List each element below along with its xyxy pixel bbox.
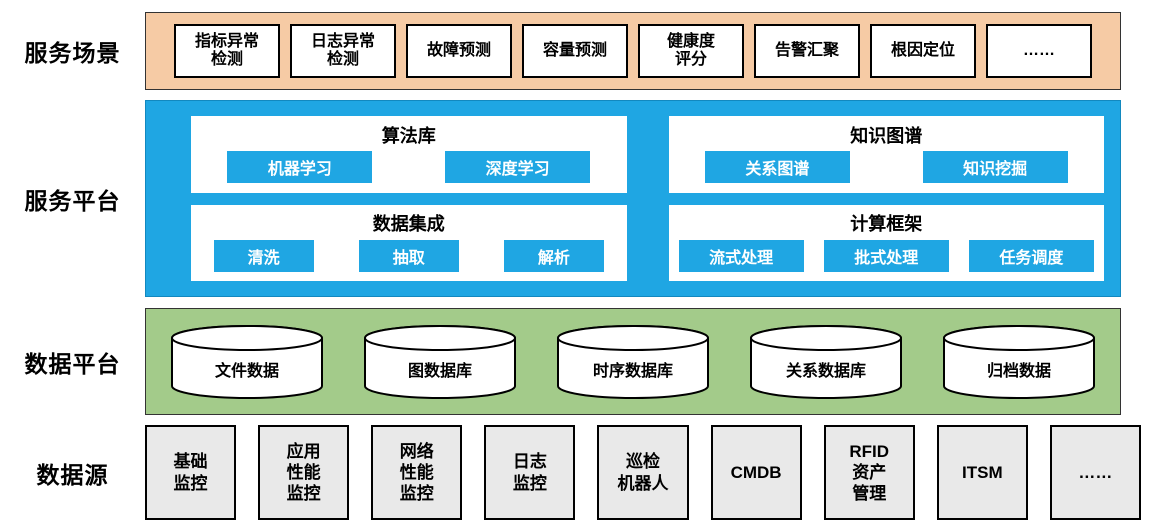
scenario-item: 日志异常 检测 [290,24,396,78]
source-item: RFID 资产 管理 [823,425,915,520]
data-platform-band: 文件数据 图数据库 时序数据库 [145,308,1121,415]
panel-title: 数据集成 [372,214,445,234]
database-cylinder: 时序数据库 [554,323,712,401]
panel-computing-framework: 计算框架 流式处理 批式处理 任务调度 [668,204,1105,281]
panel-title: 知识图谱 [850,125,923,146]
database-label: 图数据库 [407,362,472,380]
scenario-item: 根因定位 [870,24,976,78]
source-item: 巡检 机器人 [597,425,689,520]
scenario-item: 告警汇聚 [754,24,860,78]
platform-capability: 机器学习 [227,151,373,183]
panel-title: 算法库 [381,125,436,146]
database-cylinder: 文件数据 [168,323,326,401]
database-cylinder-icon [943,324,1095,399]
platform-capability: 关系图谱 [704,151,850,183]
source-item: CMDB [710,425,802,520]
layer-label-platform: 服务平台 [24,187,121,214]
platform-capability: 任务调度 [968,239,1094,272]
platform-capability: 解析 [503,239,604,272]
database-cylinder: 关系数据库 [747,323,905,401]
layer-data-platform: 数据平台 文件数据 图数据库 [0,308,1159,415]
platform-capability: 清洗 [213,239,314,272]
source-item-ellipsis: …… [1049,425,1141,520]
scenario-item-ellipsis: …… [986,24,1092,78]
panel-knowledge-graph: 知识图谱 关系图谱 知识挖掘 [668,116,1105,193]
layer-label-data-platform: 数据平台 [24,350,121,377]
source-item: ITSM [936,425,1028,520]
source-item: 网络 性能 监控 [371,425,463,520]
panel-items: 机器学习 深度学习 [191,151,627,183]
scenario-item: 指标异常 检测 [174,24,280,78]
database-label: 归档数据 [986,362,1051,380]
platform-capability: 深度学习 [445,151,591,183]
scenario-item: 故障预测 [406,24,512,78]
source-item: 日志 监控 [484,425,576,520]
database-cylinder-icon [557,324,709,399]
platform-capability: 抽取 [358,239,459,272]
platform-capability: 批式处理 [823,239,949,272]
platform-capability: 流式处理 [678,239,804,272]
platform-band: 算法库 机器学习 深度学习 知识图谱 关系图谱 知识挖掘 数据集成 清洗 抽取 [145,100,1121,297]
sources-band: 基础 监控 应用 性能 监控 网络 性能 监控 日志 监控 巡检 机器人 CMD… [145,425,1141,520]
panel-items: 流式处理 批式处理 任务调度 [669,239,1105,272]
panel-items: 关系图谱 知识挖掘 [669,151,1105,183]
layer-scenarios: 服务场景 指标异常 检测 日志异常 检测 故障预测 容量预测 健康度 评分 告警… [0,12,1159,90]
database-label: 关系数据库 [785,362,866,380]
database-cylinder: 归档数据 [940,323,1098,401]
database-cylinder: 图数据库 [361,323,519,401]
source-item: 应用 性能 监控 [258,425,350,520]
layer-sources: 数据源 基础 监控 应用 性能 监控 网络 性能 监控 日志 监控 巡检 机器人… [0,425,1159,520]
panel-data-integration: 数据集成 清洗 抽取 解析 [191,204,627,281]
layer-label-sources: 数据源 [36,461,109,488]
scenarios-band: 指标异常 检测 日志异常 检测 故障预测 容量预测 健康度 评分 告警汇聚 根因… [145,12,1121,90]
layer-platform: 服务平台 算法库 机器学习 深度学习 知识图谱 关系图谱 知识挖掘 数据集成 [0,100,1159,297]
panel-algorithm-library: 算法库 机器学习 深度学习 [191,116,627,193]
database-cylinder-icon [364,324,516,399]
database-label: 时序数据库 [592,362,673,380]
scenario-item: 容量预测 [522,24,628,78]
scenario-item: 健康度 评分 [638,24,744,78]
source-item: 基础 监控 [145,425,237,520]
platform-capability: 知识挖掘 [922,151,1068,183]
panel-items: 清洗 抽取 解析 [191,239,627,272]
layer-label-scenarios: 服务场景 [24,40,121,66]
database-cylinder-icon [171,324,323,399]
database-cylinder-icon [750,324,902,399]
panel-title: 计算框架 [850,214,923,234]
database-label: 文件数据 [214,362,279,380]
